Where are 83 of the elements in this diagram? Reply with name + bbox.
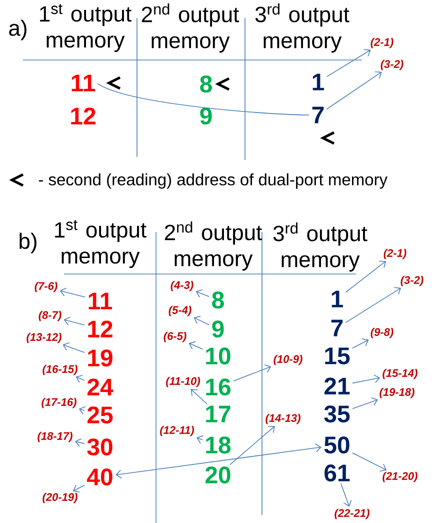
column-header: 3$^{rd}$ output memory <box>255 3 350 53</box>
arrow <box>352 338 369 349</box>
difference-label: (2-1) <box>384 248 406 260</box>
difference-label: (15-14) <box>382 368 418 380</box>
arrow <box>352 397 378 409</box>
arrow <box>76 374 85 383</box>
arrow <box>352 452 387 472</box>
difference-label: (5-4) <box>168 306 192 316</box>
difference-label: (3-2) <box>400 276 424 286</box>
arrow <box>190 389 208 404</box>
arrow <box>194 316 210 326</box>
number: 19 <box>88 350 112 366</box>
difference-label: (4-3) <box>170 280 194 292</box>
arrow <box>74 438 85 447</box>
difference-label: (6-5) <box>164 332 186 342</box>
number: 20 <box>205 466 230 484</box>
arrow <box>233 364 272 382</box>
difference-label: (8-7) <box>38 310 62 322</box>
difference-label: (10-9) <box>274 354 302 366</box>
difference-label: (17-16) <box>42 398 76 408</box>
arrow <box>326 48 371 78</box>
number: 10 <box>206 348 230 364</box>
column-header: 1$^{st}$ output memory <box>40 4 132 52</box>
arrow <box>340 483 352 507</box>
difference-label: (3-2) <box>380 60 404 70</box>
number: 15 <box>325 348 350 364</box>
number: 24 <box>87 378 114 396</box>
number: 7 <box>312 106 324 124</box>
number: 30 <box>87 438 112 456</box>
arrow <box>352 374 380 384</box>
column-header: 2$^{nd}$ output memory <box>142 3 240 53</box>
arrow <box>64 316 85 326</box>
difference-label: (16-15) <box>42 364 78 376</box>
number: 11 <box>72 74 95 92</box>
arrow <box>188 341 203 350</box>
number: 61 <box>324 464 350 482</box>
column-header: 2$^{nd}$ output memory <box>164 221 262 271</box>
difference-label: (9-8) <box>370 328 394 338</box>
number: 1 <box>332 290 343 308</box>
number: 8 <box>212 292 224 308</box>
difference-label: (14-13) <box>266 414 300 424</box>
number: 7 <box>331 320 343 336</box>
difference-label: (19-18) <box>380 388 414 398</box>
column-header: 3$^{rd}$ output memory <box>273 222 368 272</box>
arrow <box>72 484 85 493</box>
number: 35 <box>324 406 350 423</box>
arrow <box>345 260 386 293</box>
number: 25 <box>87 406 113 424</box>
difference-label: (20-19) <box>42 492 78 504</box>
difference-label: (2-1) <box>370 38 394 48</box>
arrow <box>230 426 275 466</box>
arrow <box>60 288 86 298</box>
number: 40 <box>87 468 112 486</box>
number: 11 <box>88 292 112 310</box>
arrow <box>326 71 382 110</box>
difference-label: (21-20) <box>382 472 418 482</box>
arrow <box>62 342 85 353</box>
arrow <box>78 406 86 415</box>
arrow <box>116 444 322 479</box>
number: 12 <box>71 108 96 124</box>
arrow <box>196 435 204 444</box>
legend-text: - second (reading) address of dual-port memory <box>38 173 388 189</box>
column-header: 1$^{st}$ output memory <box>55 220 146 268</box>
difference-label: (11-10) <box>166 376 200 388</box>
difference-label: (18-17) <box>38 432 72 442</box>
number: 9 <box>200 108 212 124</box>
number: 21 <box>324 378 350 394</box>
difference-label: (22-21) <box>334 508 370 520</box>
panel-label: a) <box>9 20 26 40</box>
number: 12 <box>88 320 112 338</box>
number: 18 <box>206 436 231 454</box>
number: 9 <box>212 320 224 338</box>
number: 17 <box>206 406 230 422</box>
difference-label: (13-12) <box>26 332 62 344</box>
number: 1 <box>312 74 324 90</box>
difference-label: (12-11) <box>160 426 194 436</box>
number: 16 <box>206 378 230 396</box>
arrow <box>196 289 210 298</box>
arrow <box>345 287 402 323</box>
number: 8 <box>200 76 212 92</box>
number: 50 <box>324 436 350 454</box>
difference-label: (7-6) <box>34 282 58 292</box>
panel-label: b) <box>20 232 36 254</box>
